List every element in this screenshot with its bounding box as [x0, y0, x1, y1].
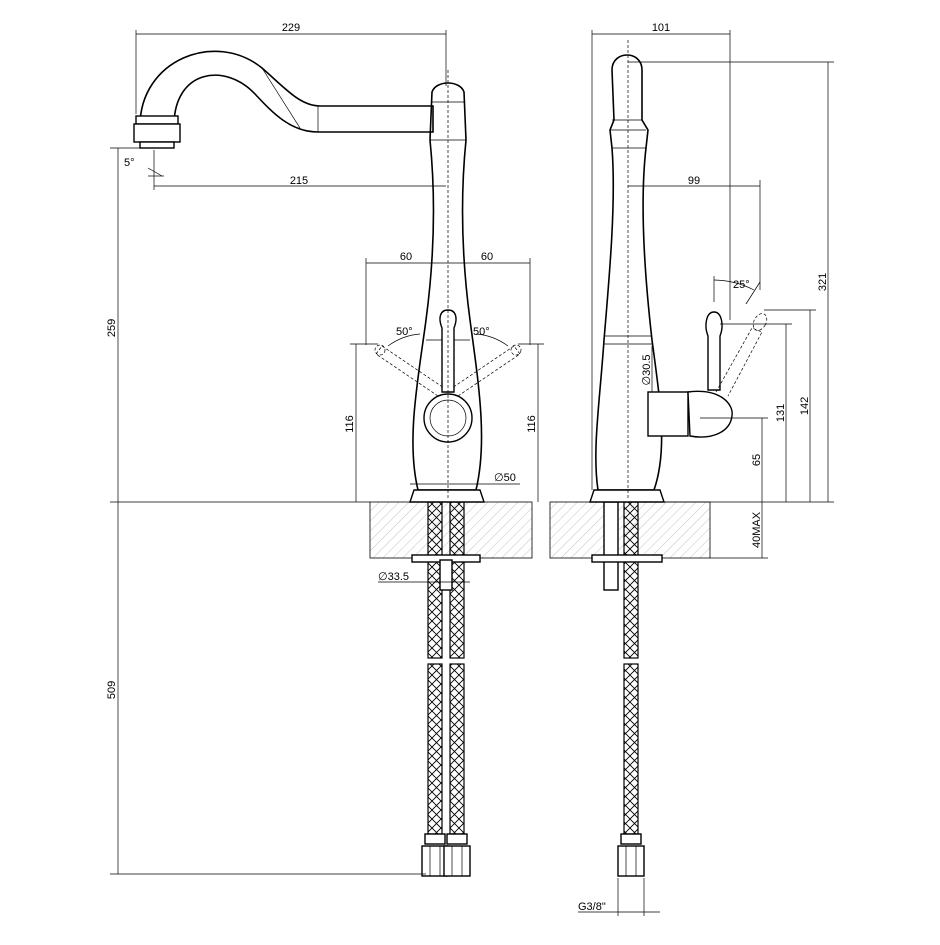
dim-label-hole-diameter: ∅33.5 [378, 571, 409, 583]
dim-label-base-diameter: ∅50 [494, 472, 516, 484]
dim-label-spout-angle: 5° [124, 157, 135, 169]
dim-body-diameter: ∅30.5 [641, 346, 653, 392]
dim-label-deck-thickness: 40MAX [751, 511, 763, 548]
dim-label-handle-angle-left: 50° [396, 326, 413, 338]
dim-509: 509 [106, 501, 426, 875]
dim-label-handle-height-right: 116 [526, 415, 538, 433]
side-cartridge-housing [647, 391, 689, 437]
side-hose-nut [617, 845, 645, 877]
dim-65: 65 [700, 417, 768, 502]
dim-215: 215 [153, 150, 446, 190]
front-view: 229 215 5° 259 60 60 50° [106, 22, 544, 877]
side-lever-swing [713, 276, 768, 397]
dim-label-handle-offset-left: 60 [400, 251, 412, 263]
dim-142: 142 [764, 309, 816, 502]
dim-label-height-65: 65 [751, 454, 763, 466]
dim-label-spout-reach-total: 229 [282, 22, 300, 34]
dim-40max: 40MAX [710, 502, 768, 559]
dim-131: 131 [720, 323, 792, 502]
dim-label-spout-reach-axis: 215 [290, 175, 308, 187]
dim-label-total-height: 321 [817, 273, 829, 291]
front-lever-swing [374, 333, 522, 397]
dim-116-left: 116 [344, 343, 378, 502]
front-body [409, 82, 485, 503]
side-hose [617, 501, 645, 877]
dim-handle-offsets: 60 60 [365, 251, 531, 345]
side-lever [705, 311, 723, 391]
dim-229: 229 [135, 22, 447, 114]
dim-259: 259 [106, 147, 148, 502]
front-mounting-nut [411, 554, 481, 591]
front-hoses [421, 501, 471, 877]
dim-label-height-142: 142 [799, 397, 811, 415]
side-view: 101 99 25° ∅30.5 321 142 [549, 22, 834, 916]
dim-hole-diameter: ∅33.5 [378, 564, 470, 584]
dim-label-spout-depth: 99 [688, 175, 700, 187]
dim-label-spout-height: 259 [106, 319, 118, 337]
side-body [589, 54, 733, 503]
hose-nut-right [443, 845, 471, 877]
dim-label-hose-length: 509 [106, 681, 118, 699]
dim-label-body-diameter: ∅30.5 [641, 355, 653, 386]
dim-label-handle-angle-right: 50° [473, 326, 490, 338]
dim-connection: G3/8" [578, 878, 660, 916]
dim-label-handle-height-left: 116 [344, 415, 356, 433]
dim-label-total-depth: 101 [652, 22, 670, 34]
dim-99: 99 [628, 175, 761, 290]
dim-base-diameter: ∅50 [410, 472, 520, 485]
side-mounting-shank [591, 501, 663, 591]
dim-label-connection: G3/8" [578, 901, 606, 913]
dim-101: 101 [591, 22, 731, 490]
dim-spout-angle: 5° [124, 157, 164, 177]
dim-label-lever-angle: 25° [733, 279, 750, 291]
dim-321: 321 [628, 61, 834, 502]
dim-label-height-131: 131 [775, 404, 787, 422]
dim-116-right: 116 [518, 343, 544, 502]
front-spout [133, 50, 434, 149]
dim-label-handle-offset-right: 60 [481, 251, 493, 263]
